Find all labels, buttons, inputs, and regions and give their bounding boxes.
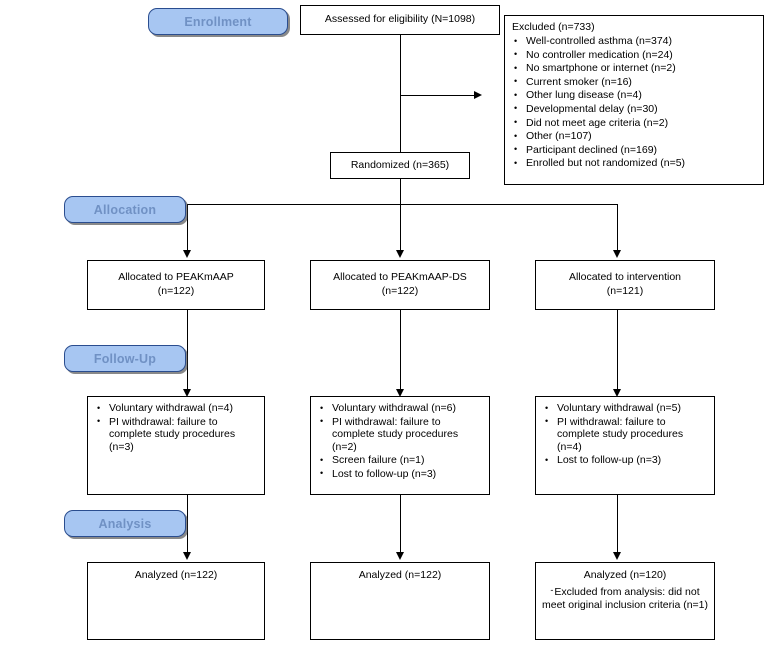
list-item: Screen failure (n=1) — [318, 454, 483, 467]
connector-followup-to-analysis-arm-2-arrowhead — [395, 552, 404, 560]
list-item: Well-controlled asthma (n=374) — [512, 35, 757, 48]
box-randomized: Randomized (n=365) — [330, 152, 470, 179]
connector-drop-arm-2 — [400, 204, 401, 252]
allocation-arm-3-line1: Allocated to intervention — [568, 271, 682, 283]
list-item: Current smoker (n=16) — [512, 75, 757, 89]
connector-drop-arm-1 — [187, 204, 188, 252]
list-item: Lost to follow-up (n=3) — [543, 454, 708, 467]
connector-allocation-to-followup-arm-1 — [187, 310, 188, 391]
list-item: PI withdrawal: failure to complete study… — [543, 415, 708, 454]
stage-label-allocation: Allocation — [64, 196, 186, 223]
allocation-arm-1-line2: (n=122) — [157, 285, 195, 297]
analysis-arm-3-label: Analyzed (n=120) — [583, 569, 667, 581]
allocation-arm-3-line2: (n=121) — [606, 285, 644, 297]
list-item: Other (n=107) — [512, 130, 757, 143]
connector-drop-arm-1-arrowhead — [182, 250, 191, 258]
box-followup-arm-2: Voluntary withdrawal (n=6) PI withdrawal… — [310, 396, 490, 495]
connector-followup-to-analysis-arm-3 — [617, 495, 618, 554]
connector-to-excluded-line — [400, 95, 474, 96]
box-analysis-arm-3: Analyzed (n=120) -Excluded from analysis… — [535, 562, 715, 640]
list-item: PI withdrawal: failure to complete study… — [95, 415, 258, 454]
followup-arm-2-list: Voluntary withdrawal (n=6) PI withdrawal… — [318, 402, 483, 481]
connector-allocation-split-bar — [187, 204, 617, 205]
list-item: Voluntary withdrawal (n=5) — [543, 402, 708, 415]
connector-randomized-down — [400, 179, 401, 204]
connector-followup-to-analysis-arm-1-arrowhead — [182, 552, 191, 560]
list-item: PI withdrawal: failure to complete study… — [318, 415, 483, 454]
allocation-arm-2-line1: Allocated to PEAKmAAP-DS — [333, 271, 467, 283]
allocation-arm-2-line2: (n=122) — [381, 285, 419, 297]
list-item: No smartphone or internet (n=2) — [512, 62, 757, 75]
followup-arm-1-list: Voluntary withdrawal (n=4) PI withdrawal… — [95, 402, 258, 453]
list-item: Other lung disease (n=4) — [512, 89, 757, 102]
connector-allocation-to-followup-arm-3 — [617, 310, 618, 391]
analysis-arm-3-exclusion-note: -Excluded from analysis: did not meet or… — [536, 584, 714, 611]
connector-to-excluded-arrowhead — [474, 90, 482, 99]
connector-drop-arm-3 — [617, 204, 618, 252]
box-followup-arm-1: Voluntary withdrawal (n=4) PI withdrawal… — [87, 396, 265, 495]
list-item: Developmental delay (n=30) — [512, 102, 757, 116]
excluded-heading: Excluded (n=733) — [512, 21, 595, 33]
list-item: Lost to follow-up (n=3) — [318, 467, 483, 481]
box-excluded: Excluded (n=733) Well-controlled asthma … — [504, 15, 764, 185]
list-item: Voluntary withdrawal (n=6) — [318, 402, 483, 415]
connector-allocation-to-followup-arm-2-arrowhead — [395, 389, 404, 397]
list-item: Enrolled but not randomized (n=5) — [512, 157, 757, 170]
connector-followup-to-analysis-arm-3-arrowhead — [612, 552, 621, 560]
connector-assessed-to-randomized — [400, 35, 401, 152]
stage-label-followup-text: Follow-Up — [93, 351, 157, 366]
box-analysis-arm-1: Analyzed (n=122) — [87, 562, 265, 640]
stage-label-analysis-text: Analysis — [98, 516, 152, 531]
excluded-reason-list: Well-controlled asthma (n=374) No contro… — [512, 35, 757, 170]
box-analysis-arm-2: Analyzed (n=122) — [310, 562, 490, 640]
analysis-arm-1-label: Analyzed (n=122) — [134, 569, 218, 581]
connector-followup-to-analysis-arm-2 — [400, 495, 401, 554]
stage-label-enrollment-text: Enrollment — [184, 14, 252, 29]
dash-bullet-icon: - — [550, 585, 554, 595]
list-item: No controller medication (n=24) — [512, 48, 757, 62]
analysis-arm-3-exclusion-note-text: Excluded from analysis: did not meet ori… — [541, 586, 709, 611]
analysis-arm-2-label: Analyzed (n=122) — [358, 569, 442, 581]
list-item: Did not meet age criteria (n=2) — [512, 116, 757, 130]
stage-label-followup: Follow-Up — [64, 345, 186, 372]
connector-allocation-to-followup-arm-2 — [400, 310, 401, 391]
list-item: Voluntary withdrawal (n=4) — [95, 402, 258, 415]
randomized-label: Randomized (n=365) — [350, 158, 450, 171]
followup-arm-3-list: Voluntary withdrawal (n=5) PI withdrawal… — [543, 402, 708, 467]
connector-allocation-to-followup-arm-3-arrowhead — [612, 389, 621, 397]
box-allocation-arm-2: Allocated to PEAKmAAP-DS (n=122) — [310, 260, 490, 310]
box-followup-arm-3: Voluntary withdrawal (n=5) PI withdrawal… — [535, 396, 715, 495]
connector-drop-arm-3-arrowhead — [612, 250, 621, 258]
allocation-arm-1-line1: Allocated to PEAKmAAP — [118, 271, 234, 283]
box-assessed-for-eligibility: Assessed for eligibility (N=1098) — [300, 5, 500, 35]
box-allocation-arm-3: Allocated to intervention (n=121) — [535, 260, 715, 310]
stage-label-allocation-text: Allocation — [93, 202, 157, 217]
stage-label-analysis: Analysis — [64, 510, 186, 537]
box-allocation-arm-1: Allocated to PEAKmAAP (n=122) — [87, 260, 265, 310]
connector-followup-to-analysis-arm-1 — [187, 495, 188, 554]
list-item: Participant declined (n=169) — [512, 143, 757, 157]
connector-drop-arm-2-arrowhead — [395, 250, 404, 258]
stage-label-enrollment: Enrollment — [148, 8, 288, 35]
connector-allocation-to-followup-arm-1-arrowhead — [182, 389, 191, 397]
assessed-label: Assessed for eligibility (N=1098) — [324, 13, 476, 25]
